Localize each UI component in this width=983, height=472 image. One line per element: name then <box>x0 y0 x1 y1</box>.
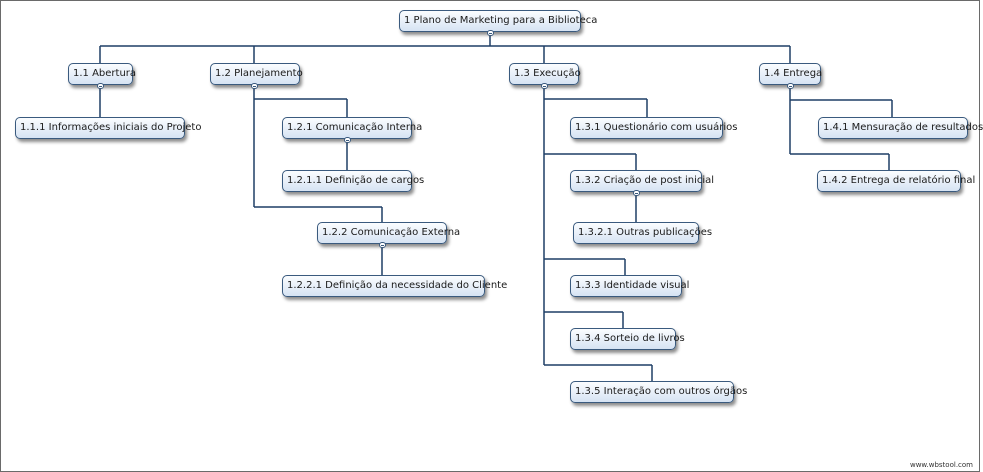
wbs-node-1-2-2[interactable]: 1.2.2 Comunicação Externa <box>317 222 460 244</box>
collapse-toggle-icon[interactable] <box>97 83 104 89</box>
collapse-toggle-icon[interactable] <box>541 83 548 89</box>
wbs-node-1-3-1[interactable]: 1.3.1 Questionário com usuários <box>570 117 737 139</box>
collapse-toggle-icon[interactable] <box>344 137 351 143</box>
wbs-node-1-4-1[interactable]: 1.4.1 Mensuração de resultados <box>818 117 983 139</box>
collapse-toggle-icon[interactable] <box>487 30 494 36</box>
wbs-node-1-4[interactable]: 1.4 Entrega <box>759 63 822 85</box>
collapse-toggle-icon[interactable] <box>251 83 258 89</box>
wbs-root-node[interactable]: 1 Plano de Marketing para a Biblioteca <box>399 10 597 32</box>
wbs-node-1-3-4[interactable]: 1.3.4 Sorteio de livros <box>570 328 685 350</box>
collapse-toggle-icon[interactable] <box>379 242 386 248</box>
wbs-node-1-4-2[interactable]: 1.4.2 Entrega de relatório final <box>817 170 975 192</box>
wbs-node-1-3-2-1[interactable]: 1.3.2.1 Outras publicações <box>573 222 712 244</box>
wbs-node-1-3[interactable]: 1.3 Execução <box>509 63 581 85</box>
wbs-node-1-1-1[interactable]: 1.1.1 Informações iniciais do Projeto <box>15 117 201 139</box>
wbs-node-1-2-1-1[interactable]: 1.2.1.1 Definição de cargos <box>282 170 424 192</box>
wbs-node-1-2-1[interactable]: 1.2.1 Comunicação Interna <box>282 117 422 139</box>
wbs-node-1-2-2-1[interactable]: 1.2.2.1 Definição da necessidade do Clie… <box>282 275 507 297</box>
credit-label: www.wbstool.com <box>909 461 973 469</box>
wbs-node-1-1[interactable]: 1.1 Abertura <box>68 63 136 85</box>
wbs-node-1-3-3[interactable]: 1.3.3 Identidade visual <box>570 275 689 297</box>
collapse-toggle-icon[interactable] <box>787 83 794 89</box>
wbs-node-1-2[interactable]: 1.2 Planejamento <box>210 63 303 85</box>
wbs-node-1-3-5[interactable]: 1.3.5 Interação com outros órgãos <box>570 381 747 403</box>
wbs-node-1-3-2[interactable]: 1.3.2 Criação de post inicial <box>570 170 714 192</box>
collapse-toggle-icon[interactable] <box>633 190 640 196</box>
